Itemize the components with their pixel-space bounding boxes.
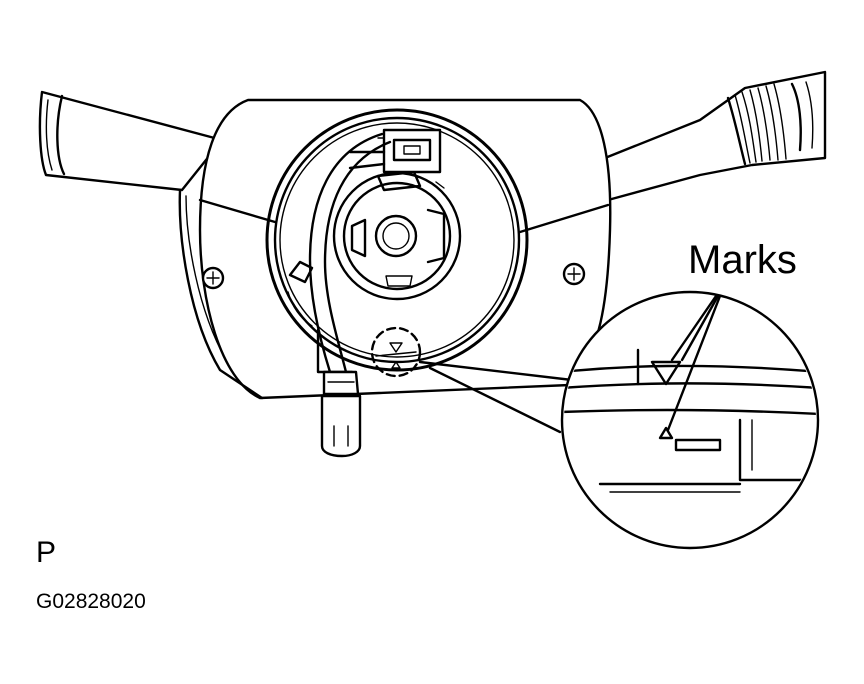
spiral-cable-ring — [265, 108, 529, 372]
top-connector — [348, 128, 442, 174]
screw-right-icon — [562, 262, 586, 286]
right-lever — [598, 70, 827, 202]
left-lever — [38, 90, 224, 192]
figure-code: G02828020 — [36, 590, 146, 613]
magnifier-leader — [418, 360, 574, 434]
mark-upper-icon — [650, 360, 682, 386]
magnified-view — [560, 290, 820, 550]
bottom-connector — [320, 370, 362, 458]
marks-label: Marks — [688, 238, 797, 282]
mark-lower-icon — [658, 426, 674, 440]
view-letter: P — [36, 536, 57, 569]
screw-left-icon — [201, 266, 225, 290]
marks-leader — [666, 294, 722, 432]
alignment-marks-detail — [370, 326, 422, 378]
